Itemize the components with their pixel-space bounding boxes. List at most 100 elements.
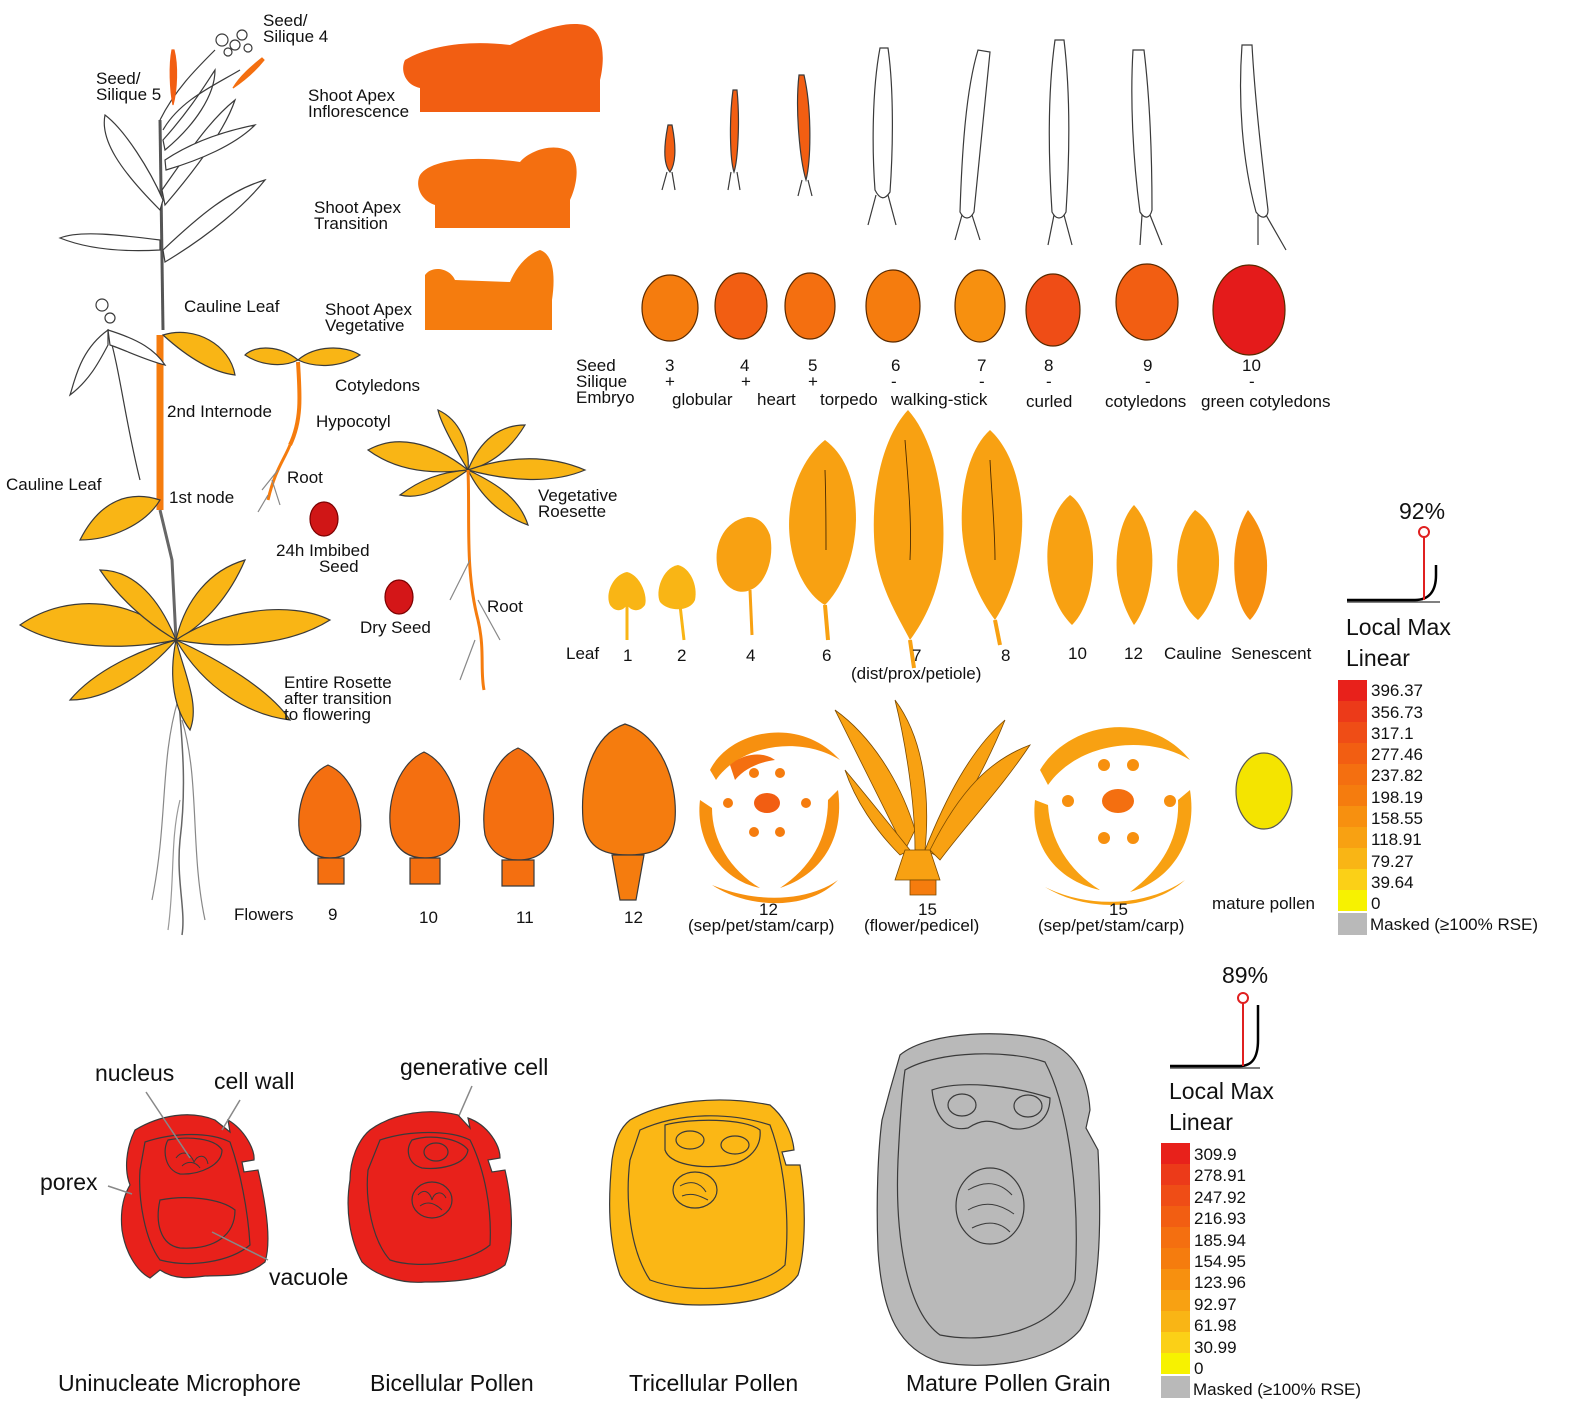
bicellular-pollen-shape — [348, 1112, 511, 1283]
leaf-10-shape — [1047, 495, 1093, 625]
top-legend-value: 237.82 — [1371, 767, 1423, 784]
dry-seed-shape — [385, 580, 413, 614]
leaf-label-10: 10 — [1068, 646, 1087, 662]
silique-stage-5-shape — [798, 75, 810, 180]
top-legend-value: 277.46 — [1371, 746, 1423, 763]
flower-label-mature-pollen: mature pollen — [1212, 896, 1315, 912]
flower-10-shape — [390, 752, 460, 858]
seed-stage-5-emb: torpedo — [820, 392, 878, 408]
seed-row — [642, 264, 1285, 355]
seed-stage-9-emb: cotyledons — [1105, 394, 1186, 410]
silique-stage-9-shape — [1132, 50, 1152, 217]
leaf-row — [608, 410, 1267, 668]
label-2nd-internode: 2nd Internode — [167, 404, 272, 420]
seed-stage-4-shape — [715, 273, 767, 339]
seed-stage-4-emb: heart — [757, 392, 796, 408]
label-line: Seed — [287, 557, 359, 576]
silique-5-shape — [170, 50, 176, 105]
label-cauline-leaf-top: Cauline Leaf — [184, 299, 279, 315]
top-legend-value: 317.1 — [1371, 725, 1414, 742]
leaf-label-6: 6 — [822, 648, 831, 664]
top-legend-graphic — [1347, 527, 1440, 602]
top-legend-value: 158.55 — [1371, 810, 1423, 827]
flower-sub-label-1: (sep/pet/stam/carp) — [688, 918, 834, 934]
uninucleate-microspore-shape — [121, 1115, 267, 1278]
seed-stage-6-emb: walking-stick — [891, 392, 987, 408]
label-entire-rosette: Entire Rosetteafter transitionto floweri… — [284, 675, 392, 723]
seed-stage-6-sil: - — [891, 374, 897, 390]
label-root: Root — [287, 470, 323, 486]
bottom-legend-mode-local-max: Local Max — [1169, 1079, 1274, 1103]
leaf-4-shape — [717, 517, 772, 592]
label-1st-node: 1st node — [169, 490, 234, 506]
mature-pollen-grain-shape — [877, 1034, 1099, 1366]
flower-label-12: 12 — [624, 910, 643, 926]
shoot-apex-vegetative-shape — [425, 250, 554, 330]
bottom-legend-value: 30.99 — [1194, 1339, 1237, 1356]
bottom-legend-value: 92.97 — [1194, 1296, 1237, 1313]
leaf-label-senescent: Senescent — [1231, 646, 1311, 662]
seed-stage-8-sil: - — [1046, 374, 1052, 390]
bottom-legend-masked: Masked (≥100% RSE) — [1193, 1381, 1361, 1398]
label-line: Silique 5 — [96, 85, 161, 104]
label-root-2: Root — [487, 599, 523, 615]
cauline-leaf-top-shape — [163, 332, 235, 375]
annotation-vacuole: vacuole — [269, 1265, 348, 1289]
caption-uninucleate: Uninucleate Microphore — [58, 1371, 301, 1395]
seed-stage-3-shape — [642, 275, 698, 341]
leaf-label-sub: (dist/prox/petiole) — [851, 666, 981, 682]
leaf-label-8: 8 — [1001, 648, 1010, 664]
silique-stage-3-shape — [665, 125, 675, 172]
seed-stage-8-shape — [1026, 274, 1080, 346]
top-legend-value: 118.91 — [1371, 831, 1422, 848]
flower-sub-label-3: (sep/pet/stam/carp) — [1038, 918, 1184, 934]
label-shoot-apex-inflorescence: Shoot ApexInflorescence — [308, 88, 409, 120]
silique-stage-7-shape — [960, 50, 990, 218]
silique-row — [662, 40, 1286, 250]
seed-row-title: SeedSiliqueEmbryo — [576, 358, 635, 406]
tricellular-pollen-shape — [610, 1100, 805, 1305]
leaf-label-12: 12 — [1124, 646, 1143, 662]
leaf-label-cauline: Cauline — [1164, 646, 1222, 662]
leaf-label-2: 2 — [677, 648, 686, 664]
leaf-2-shape — [658, 565, 695, 609]
top-legend-percent: 92% — [1399, 499, 1445, 523]
label-seed-silique-4: Seed/Silique 4 — [263, 13, 328, 45]
seed-stage-7-shape — [955, 270, 1005, 342]
bottom-legend-percent: 89% — [1222, 963, 1268, 987]
leaf-row-title: Leaf — [566, 646, 599, 662]
annotation-porex: porex — [40, 1170, 98, 1194]
bottom-legend-value: 61.98 — [1194, 1317, 1237, 1334]
label-line: Transition — [314, 214, 388, 233]
flower-sub-label-2: (flower/pedicel) — [864, 918, 979, 934]
bottom-legend-value: 0 — [1194, 1360, 1203, 1377]
leaf-label-1: 1 — [623, 648, 632, 664]
shoot-apex-transition-shape — [418, 147, 577, 228]
shoot-apex-inflorescence-shape — [403, 24, 603, 112]
seed-stage-7-sil: - — [979, 374, 985, 390]
floral-diagram-15-shape — [1034, 727, 1191, 905]
flower-15-pedicel-shape — [835, 700, 1030, 895]
bottom-legend-value: 278.91 — [1194, 1167, 1246, 1184]
caption-mature-pollen-grain: Mature Pollen Grain — [906, 1371, 1111, 1395]
flower-12-shape — [583, 724, 676, 855]
top-legend-value: 396.37 — [1371, 682, 1423, 699]
top-legend-mode-linear: Linear — [1346, 646, 1410, 670]
seed-stage-5-sil: + — [808, 374, 818, 390]
mature-pollen-shape — [1236, 753, 1292, 829]
silique-4-shape — [233, 58, 264, 88]
seed-stage-9-sil: - — [1145, 374, 1151, 390]
annotation-cell-wall: cell wall — [214, 1069, 295, 1093]
seed-stage-10-shape — [1213, 265, 1285, 355]
leaf-cauline-shape — [1177, 510, 1219, 620]
top-legend-masked: Masked (≥100% RSE) — [1370, 916, 1538, 933]
top-legend-value: 0 — [1371, 895, 1380, 912]
bottom-legend-value: 185.94 — [1194, 1232, 1246, 1249]
label-line: Embryo — [576, 388, 635, 407]
seed-stage-8-emb: curled — [1026, 394, 1072, 410]
flower-9-shape — [299, 765, 361, 858]
label-line: to flowering — [284, 705, 371, 724]
bottom-color-scale — [1161, 1143, 1190, 1398]
